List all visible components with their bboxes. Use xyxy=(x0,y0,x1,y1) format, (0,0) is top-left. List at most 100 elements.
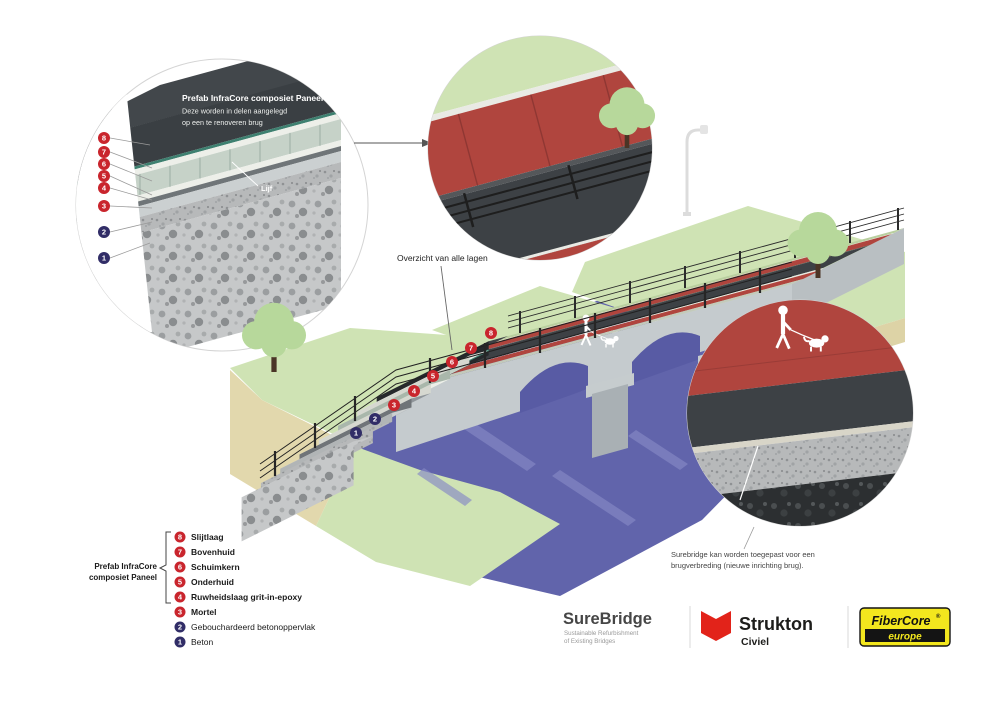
scene-marker-8: 8 xyxy=(485,327,497,339)
scene-marker-7: 7 xyxy=(465,342,477,354)
widening-pointer-line xyxy=(739,445,759,501)
panel-marker-2: 2 xyxy=(98,226,110,238)
widening-caption-2: brugverbreding (nieuwe inrichting brug). xyxy=(671,561,804,570)
arrow-right-icon xyxy=(422,139,432,147)
panel-marker-7: 7 xyxy=(98,146,110,158)
svg-text:Onderhuid: Onderhuid xyxy=(191,577,234,587)
svg-text:3: 3 xyxy=(392,401,396,410)
panel-marker-leaders xyxy=(109,137,153,259)
widening-concrete-layer xyxy=(687,427,913,498)
fibercore-subtitle: europe xyxy=(888,632,922,643)
panel-marker-3: 3 xyxy=(98,200,110,212)
bank-left-grass-lower xyxy=(316,446,560,586)
scene-marker-1: 1 xyxy=(350,427,362,439)
overview-label: Overzicht van alle lagen xyxy=(397,253,488,263)
svg-text:5: 5 xyxy=(431,372,435,381)
bridge-arch-opening-right xyxy=(632,332,700,383)
widening-asphalt-layer xyxy=(687,369,913,448)
panel-callout-desc-1: Deze worden in delen aangelegd xyxy=(182,107,287,116)
svg-text:3: 3 xyxy=(178,608,182,617)
widening-red-surface xyxy=(687,300,913,396)
surebridge-subtitle-1: Sustainable Refurbishment xyxy=(564,630,639,637)
svg-text:5: 5 xyxy=(102,172,106,181)
svg-text:7: 7 xyxy=(178,548,182,557)
legend-group-label-1: Prefab InfraCore xyxy=(94,562,157,571)
zoom-verge xyxy=(428,36,652,127)
svg-text:Schuimkern: Schuimkern xyxy=(191,562,240,572)
legend-group-label-2: composiet Paneel xyxy=(89,573,157,582)
svg-text:8: 8 xyxy=(178,533,182,542)
bank-left-grass-top xyxy=(230,328,489,444)
svg-text:5: 5 xyxy=(178,578,182,587)
svg-text:4: 4 xyxy=(102,184,107,193)
widening-caption-1: Surebridge kan worden toegepast voor een xyxy=(671,550,815,559)
callout-deck-zoom xyxy=(427,35,708,261)
strukton-mark-icon-2 xyxy=(716,611,731,641)
scene-marker-6: 6 xyxy=(446,356,458,368)
railing-near-posts xyxy=(273,268,762,476)
panel-cross-section xyxy=(76,59,368,351)
overview-leader-line xyxy=(440,265,453,351)
legend-item-7: 7 Bovenhuid xyxy=(174,546,235,558)
panel-marker-1: 1 xyxy=(98,252,110,264)
lamp-post xyxy=(683,125,708,216)
bridge-pier-left xyxy=(592,384,628,458)
railing-near-wires xyxy=(259,261,793,479)
svg-text:3: 3 xyxy=(102,202,106,211)
strukton-title: Strukton xyxy=(739,614,813,634)
widening-caption-leader xyxy=(743,526,755,550)
svg-text:Bovenhuid: Bovenhuid xyxy=(191,547,235,557)
svg-text:2: 2 xyxy=(178,623,182,632)
svg-text:Ruwheidslaag grit-in-epoxy: Ruwheidslaag grit-in-epoxy xyxy=(191,592,302,602)
lamp-pole xyxy=(685,128,703,214)
deck-cycle-path-far xyxy=(474,234,892,353)
deck-zoom-content xyxy=(428,36,652,260)
panel-marker-8: 8 xyxy=(98,132,110,144)
widening-skin-line xyxy=(687,421,913,454)
panel-callout-title: Prefab InfraCore composiet Paneel xyxy=(182,93,323,103)
svg-text:8: 8 xyxy=(102,134,106,143)
svg-text:Beton: Beton xyxy=(191,637,213,647)
bridge-pier-cap-left xyxy=(586,373,634,398)
strukton-subtitle: Civiel xyxy=(741,636,769,648)
strukton-logo: Strukton Civiel xyxy=(701,611,813,648)
layer-1-block xyxy=(241,441,354,542)
surebridge-subtitle-2: of Existing Bridges xyxy=(564,638,615,645)
fibercore-title: FiberCore xyxy=(871,614,930,628)
svg-text:4: 4 xyxy=(178,593,183,602)
bridge-arch-opening-left xyxy=(520,362,588,413)
deck-curb-near xyxy=(425,268,823,377)
panel-callout-desc-2: op een te renoveren brug xyxy=(182,118,263,127)
svg-text:7: 7 xyxy=(102,148,106,157)
scene-marker-5: 5 xyxy=(427,370,439,382)
panel-marker-4: 4 xyxy=(98,182,110,194)
legend-bracket xyxy=(158,531,171,604)
svg-text:1: 1 xyxy=(354,429,358,438)
panel-marker-6: 6 xyxy=(98,158,110,170)
svg-text:2: 2 xyxy=(102,228,106,237)
fibercore-strip xyxy=(865,629,945,642)
scene-marker-3: 3 xyxy=(388,399,400,411)
scene-marker-4: 4 xyxy=(408,385,420,397)
widening-surface-joint xyxy=(687,344,913,373)
zoom-asphalt xyxy=(428,130,652,260)
zoom-railing-wires xyxy=(428,137,652,235)
svg-text:1: 1 xyxy=(178,638,182,647)
surebridge-logo: SureBridge Sustainable Refurbishment of … xyxy=(563,610,652,645)
svg-text:6: 6 xyxy=(102,160,106,169)
legend-item-6: 6 Schuimkern xyxy=(174,561,240,573)
panel-marker-5: 5 xyxy=(98,170,110,182)
svg-text:7: 7 xyxy=(469,344,473,353)
lijf-label: Lijf xyxy=(261,184,273,193)
svg-text:6: 6 xyxy=(178,563,182,572)
deck-edge-line xyxy=(472,245,870,354)
lamp-base xyxy=(683,212,691,216)
surebridge-title: SureBridge xyxy=(563,610,652,628)
lamp-head xyxy=(700,125,708,134)
fibercore-registered-mark: ® xyxy=(936,613,941,620)
svg-text:2: 2 xyxy=(373,415,377,424)
